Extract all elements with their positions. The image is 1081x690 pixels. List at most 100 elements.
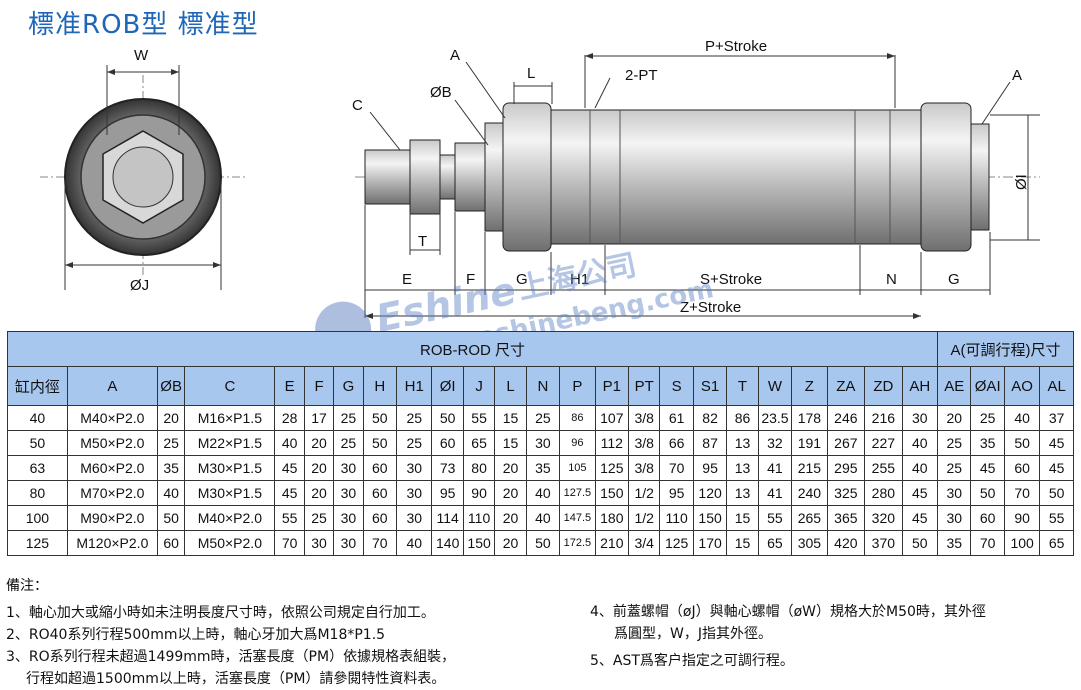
dim-l: L [527,65,535,82]
table-cell: 50 [156,505,186,531]
table-cell: 105 [559,455,596,481]
column-header: P [559,366,596,406]
table-cell: 325 [826,480,866,506]
dim-e: E [402,271,412,288]
table-cell: 60 [156,530,186,556]
table-cell: 80 [7,480,68,506]
note-5: 5、AST爲客户指定之可調行程。 [590,653,794,669]
table-cell: 15 [726,505,759,531]
table-cell: 40 [901,455,939,481]
table-cell: 37 [1039,405,1074,431]
table-cell: 73 [431,455,464,481]
column-header: 缸内徑 [7,366,68,406]
table-cell: 25 [937,430,972,456]
table-cell: 125 [594,455,630,481]
table-cell: 87 [692,430,728,456]
table-cell: 25 [937,455,972,481]
label-phib: ØB [430,84,452,101]
table-cell: M90×P2.0 [66,505,158,531]
column-header: L [494,366,527,406]
table-cell: 240 [791,480,828,506]
note-4a: 4、前蓋螺帽（øJ）與軸心螺帽（øW）規格大於M50時，其外徑 [590,604,986,620]
column-header: F [303,366,335,406]
table-cell: 3/8 [628,405,661,431]
table-cell: 246 [826,405,866,431]
dim-h1: H1 [570,271,589,288]
table-cell: 40 [901,430,939,456]
column-header: AO [1003,366,1041,406]
table-cell: 114 [431,505,464,531]
table-cell: 50 [1039,480,1074,506]
table-cell: 90 [462,480,496,506]
table-group-header: ROB-ROD 尺寸 A(可調行程)尺寸 [6,331,1074,367]
table-cell: 45 [1039,430,1074,456]
table-cell: 86 [559,405,596,431]
table-cell: 140 [431,530,464,556]
dim-w: W [134,47,149,64]
table-cell: 150 [692,505,728,531]
table-cell: 60 [431,430,464,456]
table-cell: 25 [333,430,364,456]
table-cell: 90 [1003,505,1041,531]
table-cell: 3/8 [628,430,661,456]
table-cell: 70 [659,455,694,481]
table-cell: 107 [594,405,630,431]
label-a-right: A [1012,67,1022,84]
table-cell: 70 [274,530,305,556]
table-cell: M50×P2.0 [184,530,276,556]
note-1: 1、軸心加大或縮小時如未注明長度尺寸時，依照公司規定自行加工。 [6,605,435,621]
table-cell: 50 [362,430,398,456]
cylinder-drawing: W ØJ C A ØB [40,38,1040,319]
table-cell: 25 [333,405,364,431]
table-cell: 25 [396,430,433,456]
column-header: T [726,366,759,406]
notes-left: 備注： 1、軸心加大或縮小時如未注明長度尺寸時，依照公司規定自行加工。 2、RO… [6,575,455,690]
table-cell: M30×P1.5 [184,480,276,506]
table-cell: 125 [659,530,694,556]
column-header: ØI [431,366,464,406]
table-cell: 28 [274,405,305,431]
table-cell: 50 [431,405,464,431]
table-cell: 15 [494,430,527,456]
group-main: ROB-ROD 尺寸 [6,331,939,367]
column-header: ØAI [970,366,1005,406]
column-header: Z [791,366,828,406]
table-cell: 20 [494,480,527,506]
table-cell: M60×P2.0 [66,455,158,481]
table-cell: 45 [274,480,305,506]
table-cell: 40 [7,405,68,431]
column-header: AL [1039,366,1074,406]
note-4b: 爲圓型，W，J指其外徑。 [614,626,772,642]
table-cell: 65 [1039,530,1074,556]
table-cell: 100 [7,505,68,531]
label-a-left: A [450,47,460,64]
table-cell: 65 [757,530,793,556]
column-header: S1 [692,366,728,406]
table-cell: 50 [970,480,1005,506]
column-header: J [462,366,496,406]
table-cell: 25 [396,405,433,431]
table-cell: 55 [274,505,305,531]
table-cell: 215 [791,455,828,481]
column-header: PT [628,366,661,406]
table-cell: 191 [791,430,828,456]
table-cell: M40×P2.0 [66,405,158,431]
table-cell: 370 [864,530,903,556]
table-cell: 60 [362,505,398,531]
table-cell: 40 [1003,405,1041,431]
column-header: ZD [864,366,903,406]
table-cell: 13 [726,480,759,506]
table-cell: 55 [757,505,793,531]
dim-g-right: G [948,271,960,288]
table-cell: 50 [7,430,68,456]
table-cell: 55 [1039,505,1074,531]
column-header: G [333,366,364,406]
table-cell: 95 [659,480,694,506]
table-cell: 41 [757,455,793,481]
dim-g-left: G [516,271,528,288]
table-cell: 100 [1003,530,1041,556]
table-cell: 45 [901,480,939,506]
column-header: N [525,366,561,406]
